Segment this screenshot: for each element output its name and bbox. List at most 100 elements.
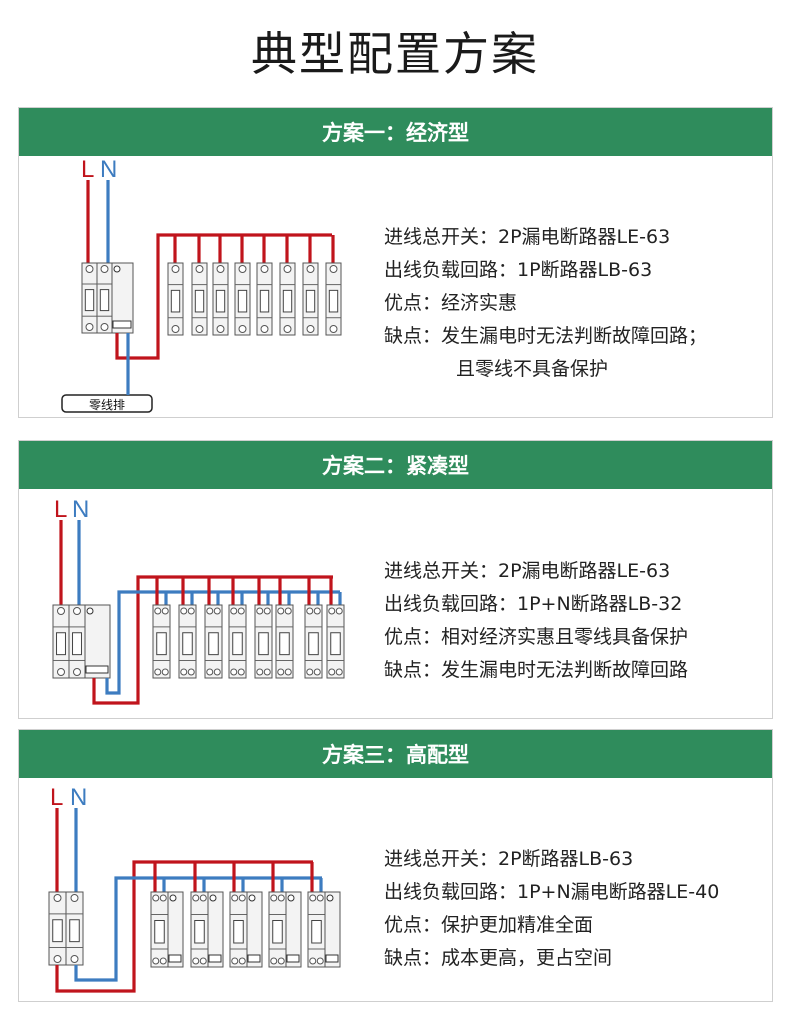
terminal-icon (231, 957, 239, 965)
terminal-icon (256, 668, 264, 676)
terminal-icon (283, 325, 292, 333)
main-breaker-pole (96, 262, 113, 334)
terminal-icon (53, 894, 62, 902)
rcbo-breaker-3 (229, 891, 248, 968)
rcbo-leakage-module (246, 891, 263, 968)
rcd-body (207, 891, 224, 968)
toggle-icon (215, 289, 226, 313)
terminal-icon (277, 957, 285, 965)
terminal-icon (70, 894, 79, 902)
terminal-icon (161, 607, 169, 615)
terminal-icon (284, 607, 292, 615)
branch-breaker-1 (167, 262, 184, 336)
terminal-icon (216, 265, 225, 273)
terminal-icon (306, 265, 315, 273)
terminal-icon (335, 607, 343, 615)
rcd-terminal-block (85, 665, 109, 674)
toggle-icon (272, 920, 283, 944)
toggle-icon (194, 920, 205, 944)
live-label-1: L (81, 156, 94, 183)
terminal-icon (213, 607, 221, 615)
branch-breaker-5 (256, 262, 273, 336)
plan-3-pros: 优点：保护更加精准全面 (384, 914, 594, 936)
plan-1-load-circuit: 出线负载回路：1P断路器LB-63 (384, 259, 653, 281)
terminal-icon (85, 323, 94, 331)
toggle-icon (182, 632, 193, 656)
branch-breaker-6 (279, 262, 296, 336)
rcd-body (246, 891, 263, 968)
branch-breaker-3 (212, 262, 229, 336)
rcd-body (285, 891, 302, 968)
page-title: 典型配置方案 (251, 27, 539, 81)
terminal-icon (270, 894, 278, 902)
main-breaker-pole (48, 891, 67, 966)
plan-3-load-circuit: 出线负载回路：1P+N漏电断路器LE-40 (384, 881, 720, 903)
live-bus (92, 575, 333, 705)
toggle-icon (311, 920, 322, 944)
rcd-body (111, 262, 134, 334)
terminal-icon (309, 894, 317, 902)
toggle-icon (305, 289, 316, 313)
branch-breaker-3 (204, 604, 223, 679)
terminal-icon (180, 607, 188, 615)
plan-1-cons-continued: 且零线不具备保护 (456, 358, 609, 380)
terminal-icon (73, 668, 81, 676)
terminal-icon (238, 325, 247, 333)
plan-1-main-switch: 进线总开关：2P漏电断路器LE-63 (384, 226, 671, 248)
neutral-bar-label: 零线排 (89, 398, 125, 412)
toggle-icon (84, 289, 95, 312)
toggle-icon (282, 289, 293, 313)
toggle-icon (233, 920, 244, 944)
rcbo-breaker-4 (268, 891, 287, 968)
terminal-icon (231, 894, 239, 902)
terminal-icon (328, 668, 336, 676)
terminal-icon (57, 668, 65, 676)
test-button-icon (113, 265, 121, 273)
terminal-icon (195, 325, 204, 333)
live-label-3: L (50, 784, 63, 811)
terminal-icon (216, 325, 225, 333)
rcd-module (84, 604, 111, 679)
branch-breaker-6 (275, 604, 294, 679)
rcbo-breaker-2 (190, 891, 209, 968)
plan-2-load-circuit: 出线负载回路：1P+N断路器LB-32 (384, 593, 683, 615)
test-button-icon (209, 894, 217, 902)
terminal-icon (187, 607, 195, 615)
branch-breaker-2 (191, 262, 208, 336)
test-button-icon (86, 607, 94, 615)
test-button-icon (169, 894, 177, 902)
terminal-icon (306, 325, 315, 333)
terminal-icon (329, 325, 338, 333)
terminal-icon (213, 668, 221, 676)
terminal-icon (100, 323, 109, 331)
toggle-icon (194, 289, 205, 313)
plan-1-description: 进线总开关：2P漏电断路器LE-63 出线负载回路：1P断路器LB-63 优点：… (384, 221, 707, 386)
rcd-terminal-block (112, 320, 132, 329)
plan-2-header: 方案二：紧凑型 (19, 441, 772, 489)
terminal-icon (152, 894, 160, 902)
terminal-icon (57, 607, 65, 615)
rcbo-leakage-module (285, 891, 302, 968)
terminal-icon (53, 955, 62, 963)
terminal-icon (313, 607, 321, 615)
neutral-label-2: N (72, 496, 89, 523)
plan-2-cons: 缺点：发生漏电时无法判断故障回路 (384, 659, 689, 681)
toggle-icon (170, 289, 181, 313)
terminal-icon (152, 957, 160, 965)
terminal-icon (270, 957, 278, 965)
main-breaker-pole (52, 604, 70, 679)
toggle-icon (208, 632, 219, 656)
rcd-body (167, 891, 184, 968)
plan-1-pros: 优点：经济实惠 (384, 292, 518, 314)
branch-breaker-2 (178, 604, 197, 679)
terminal-icon (154, 668, 162, 676)
terminal-icon (206, 668, 214, 676)
plan-2-pros: 优点：相对经济实惠且零线具备保护 (384, 626, 689, 648)
terminal-icon (73, 607, 81, 615)
rcd-body (324, 891, 341, 968)
plan-3-description: 进线总开关：2P断路器LB-63 出线负载回路：1P+N漏电断路器LE-40 优… (384, 843, 719, 975)
plan-3-panel: 方案三：高配型 进线总开关：2P断路器LB-63 出线负载回路：1P+N漏电断路… (18, 729, 773, 1002)
rcd-terminal-block (208, 954, 222, 963)
branch-breaker-4 (234, 262, 251, 336)
plan-3-header: 方案三：高配型 (19, 730, 772, 778)
